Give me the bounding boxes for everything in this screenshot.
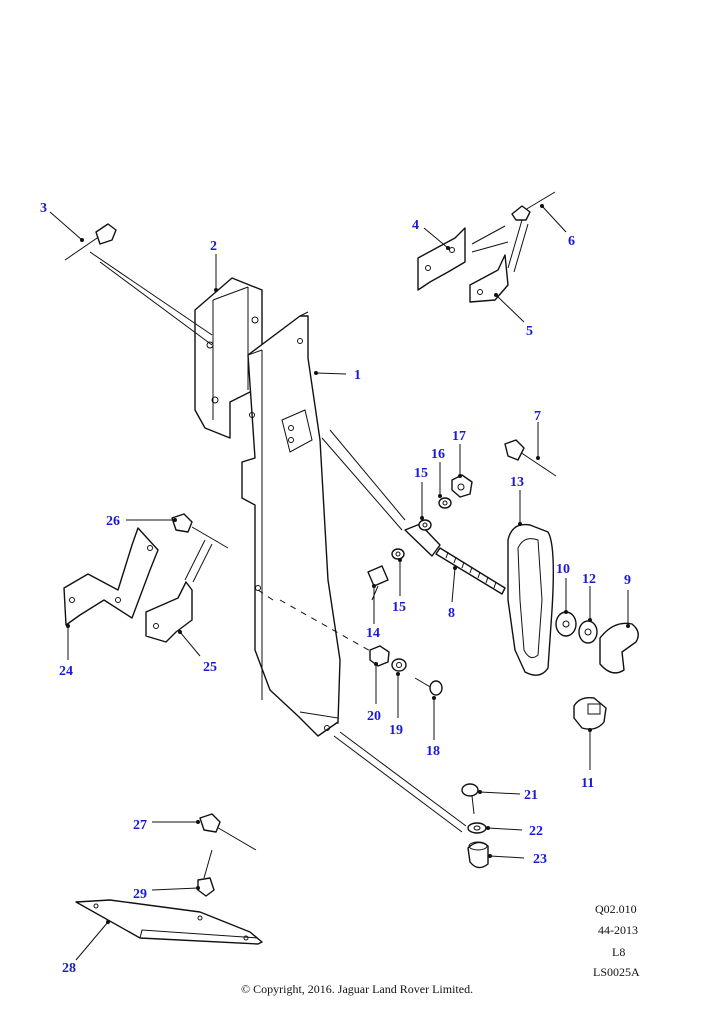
callout-24: 24: [59, 664, 73, 679]
callout-15b: 15: [392, 600, 406, 615]
part-20-nut: [369, 645, 390, 667]
callout-9: 9: [624, 573, 631, 588]
ref-code: Q02.010: [595, 902, 637, 916]
callout-27: 27: [133, 818, 147, 833]
callout-17: 17: [452, 429, 466, 444]
part-8-bolt: [404, 523, 506, 595]
part-6-rivet: [511, 191, 556, 221]
part-13-handle: [507, 523, 555, 676]
part-29-rivet: [197, 849, 215, 897]
part-27-rivet: [199, 813, 257, 851]
callout-18: 18: [426, 744, 440, 759]
part-25-bracket: [145, 581, 193, 643]
date-code: 44-2013: [598, 923, 638, 937]
part-19-washer: [391, 658, 407, 672]
callout-8: 8: [448, 606, 455, 621]
assembly-lines: [89, 219, 529, 833]
part-1-pillar: [241, 311, 341, 737]
part-7-rivet: [504, 439, 557, 477]
callout-16: 16: [431, 447, 445, 462]
callout-19: 19: [389, 723, 403, 738]
drawing-id: LS0025A: [593, 965, 640, 979]
callout-15a: 15: [414, 466, 428, 481]
callout-11: 11: [581, 776, 594, 791]
copyright-notice: © Copyright, 2016. Jaguar Land Rover Lim…: [241, 982, 474, 996]
callout-1: 1: [354, 368, 361, 383]
callout-29: 29: [133, 887, 147, 902]
part-12-washer: [578, 620, 598, 644]
callout-6: 6: [568, 234, 575, 249]
part-23-spacer: [467, 841, 489, 869]
part-11-bush: [573, 696, 607, 730]
leader-lines: [49, 204, 630, 961]
callout-22: 22: [529, 824, 543, 839]
part-28-plate: [75, 899, 263, 945]
part-26-rivet: [171, 513, 229, 549]
callout-3: 3: [40, 201, 47, 216]
part-15-washer-upper: [418, 519, 432, 531]
part-16-washer: [438, 497, 452, 509]
part-18-screw: [414, 677, 443, 696]
part-10-washer: [555, 611, 577, 637]
callout-20: 20: [367, 709, 381, 724]
callout-13: 13: [510, 475, 524, 490]
callout-14: 14: [366, 626, 380, 641]
callout-4: 4: [412, 218, 419, 233]
callout-25: 25: [203, 660, 217, 675]
part-3-rivet: [64, 223, 117, 261]
part-17-nut: [451, 474, 473, 498]
callout-28: 28: [62, 961, 76, 976]
part-15-washer-lower: [391, 548, 405, 560]
part-14-screw: [367, 565, 389, 601]
part-22-washer: [467, 822, 487, 834]
part-21-screw: [461, 783, 479, 815]
callouts: 1 2 3 4 5 6 7 8 9 10 11 12 13 14 15 15 1…: [40, 201, 631, 976]
callout-23: 23: [533, 852, 547, 867]
level-code: L8: [612, 945, 626, 959]
callout-10: 10: [556, 562, 570, 577]
part-24-bracket: [63, 527, 159, 626]
callout-7: 7: [534, 409, 541, 424]
part-9-wing-nut: [599, 622, 639, 674]
part-2-bracket: [194, 277, 263, 439]
callout-26: 26: [106, 514, 120, 529]
part-4-bracket: [417, 227, 466, 291]
callout-21: 21: [524, 788, 538, 803]
callout-12: 12: [582, 572, 596, 587]
part-5-bracket: [469, 254, 509, 303]
callout-2: 2: [210, 239, 217, 254]
callout-5: 5: [526, 324, 533, 339]
